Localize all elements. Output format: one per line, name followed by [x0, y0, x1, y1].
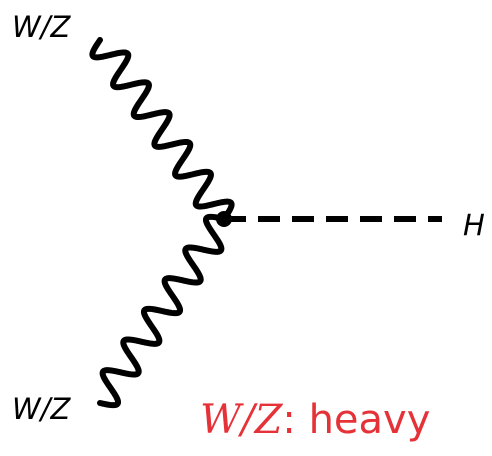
caption-math: W/Z	[200, 397, 283, 443]
caption: W/Z: heavy	[200, 400, 430, 440]
interaction-vertex	[216, 211, 232, 227]
label-higgs: H	[463, 208, 485, 242]
wavy-line-bottom-boson	[97, 213, 227, 409]
label-bottom-boson: W/Z	[12, 392, 71, 426]
caption-text: : heavy	[282, 397, 431, 443]
label-top-boson: W/Z	[12, 10, 71, 44]
wavy-line-top-boson	[89, 37, 235, 222]
